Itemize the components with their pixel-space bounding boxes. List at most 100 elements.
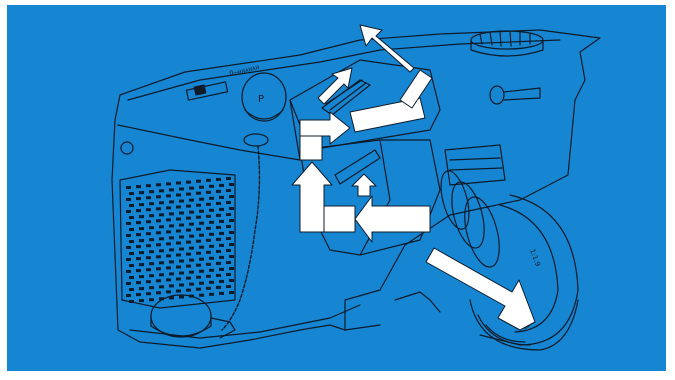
grip-dot bbox=[216, 214, 221, 217]
lower-step-1 bbox=[395, 292, 440, 312]
grip-dot bbox=[126, 222, 131, 225]
grip-dot bbox=[219, 256, 224, 259]
grip-dot bbox=[179, 260, 184, 263]
grip-dot bbox=[156, 183, 161, 186]
grip-dot bbox=[176, 254, 181, 257]
grip-dot bbox=[129, 240, 134, 243]
grip-dot bbox=[129, 216, 134, 219]
grip-dot bbox=[216, 262, 221, 265]
grip-dot bbox=[229, 267, 234, 270]
grip-dot bbox=[226, 213, 231, 216]
grip-dot bbox=[226, 201, 231, 204]
grip-dot bbox=[159, 201, 164, 204]
light-path-lower-up-arrow bbox=[352, 174, 376, 196]
grip-dot bbox=[149, 262, 154, 265]
grip-dot bbox=[136, 269, 141, 272]
grip-dot bbox=[206, 251, 211, 254]
grip-dot bbox=[126, 294, 131, 297]
grip-dot bbox=[129, 264, 134, 267]
grip-dot bbox=[159, 249, 164, 252]
grip-dot bbox=[139, 263, 144, 266]
grip-dot bbox=[146, 292, 151, 295]
grip-dot bbox=[126, 186, 131, 189]
grip-dot bbox=[199, 186, 204, 189]
grip-dot bbox=[196, 264, 201, 267]
grip-dot bbox=[199, 210, 204, 213]
grip-dot bbox=[146, 196, 151, 199]
front-edge bbox=[118, 125, 300, 160]
grip-dot bbox=[206, 227, 211, 230]
grip-dot bbox=[199, 258, 204, 261]
grip-dot bbox=[186, 217, 191, 220]
grip-dot bbox=[149, 286, 154, 289]
grip-dot bbox=[139, 287, 144, 290]
grip-dot bbox=[199, 246, 204, 249]
grip-dot bbox=[176, 182, 181, 185]
light-path-prism-up bbox=[400, 70, 432, 108]
grip-dot bbox=[179, 200, 184, 203]
grip-dot bbox=[206, 191, 211, 194]
grip-dot bbox=[186, 265, 191, 268]
grip-dot bbox=[169, 224, 174, 227]
grip-dot bbox=[209, 221, 214, 224]
grip-dot bbox=[189, 247, 194, 250]
grip-dot bbox=[189, 211, 194, 214]
grip-dot bbox=[196, 180, 201, 183]
grip-dot bbox=[209, 281, 214, 284]
grip-dot bbox=[169, 284, 174, 287]
grip-dot bbox=[206, 287, 211, 290]
grip-dot bbox=[216, 178, 221, 181]
grip-dot bbox=[166, 218, 171, 221]
grip-dot bbox=[166, 206, 171, 209]
grip-dot bbox=[159, 213, 164, 216]
grip-dot bbox=[129, 228, 134, 231]
grip-dot bbox=[139, 191, 144, 194]
grip-dot bbox=[226, 237, 231, 240]
grip-dot bbox=[196, 252, 201, 255]
grip-dot bbox=[146, 220, 151, 223]
grip-dot bbox=[219, 208, 224, 211]
grip-dot bbox=[159, 225, 164, 228]
grip-dot bbox=[229, 255, 234, 258]
grip-dot bbox=[219, 268, 224, 271]
meter-cap-stem bbox=[244, 134, 268, 146]
grip-dot bbox=[126, 234, 131, 237]
grip-dot bbox=[176, 230, 181, 233]
grip-dot bbox=[179, 296, 184, 299]
grip-dot bbox=[199, 294, 204, 297]
grip-dot bbox=[226, 285, 231, 288]
grip-dot bbox=[179, 212, 184, 215]
grip-dot bbox=[129, 276, 134, 279]
grip-dot bbox=[166, 194, 171, 197]
grip-dot bbox=[139, 239, 144, 242]
grip-texture bbox=[126, 177, 234, 303]
grip-dot bbox=[209, 209, 214, 212]
grip-dot bbox=[136, 245, 141, 248]
grip-dot bbox=[169, 188, 174, 191]
grip-dot bbox=[216, 286, 221, 289]
grip-dot bbox=[186, 289, 191, 292]
grip-dot bbox=[216, 238, 221, 241]
grip-dot bbox=[229, 207, 234, 210]
grip-dot bbox=[189, 259, 194, 262]
grip-dot bbox=[126, 246, 131, 249]
grip-dot bbox=[136, 209, 141, 212]
grip-dot bbox=[206, 215, 211, 218]
grip-dot bbox=[189, 223, 194, 226]
meter-symbol: P bbox=[258, 94, 264, 105]
grip-dot bbox=[126, 258, 131, 261]
grip-dot bbox=[199, 222, 204, 225]
grip-dot bbox=[156, 255, 161, 258]
grip-dot bbox=[189, 271, 194, 274]
grip-dot bbox=[189, 235, 194, 238]
light-path bbox=[292, 25, 535, 330]
grip-dot bbox=[139, 251, 144, 254]
grip-dot bbox=[159, 261, 164, 264]
grip-dot bbox=[226, 249, 231, 252]
grip-dot bbox=[126, 210, 131, 213]
grip-dot bbox=[139, 203, 144, 206]
grip-dot bbox=[179, 272, 184, 275]
grip-dot bbox=[139, 299, 144, 302]
grip-dot bbox=[166, 242, 171, 245]
